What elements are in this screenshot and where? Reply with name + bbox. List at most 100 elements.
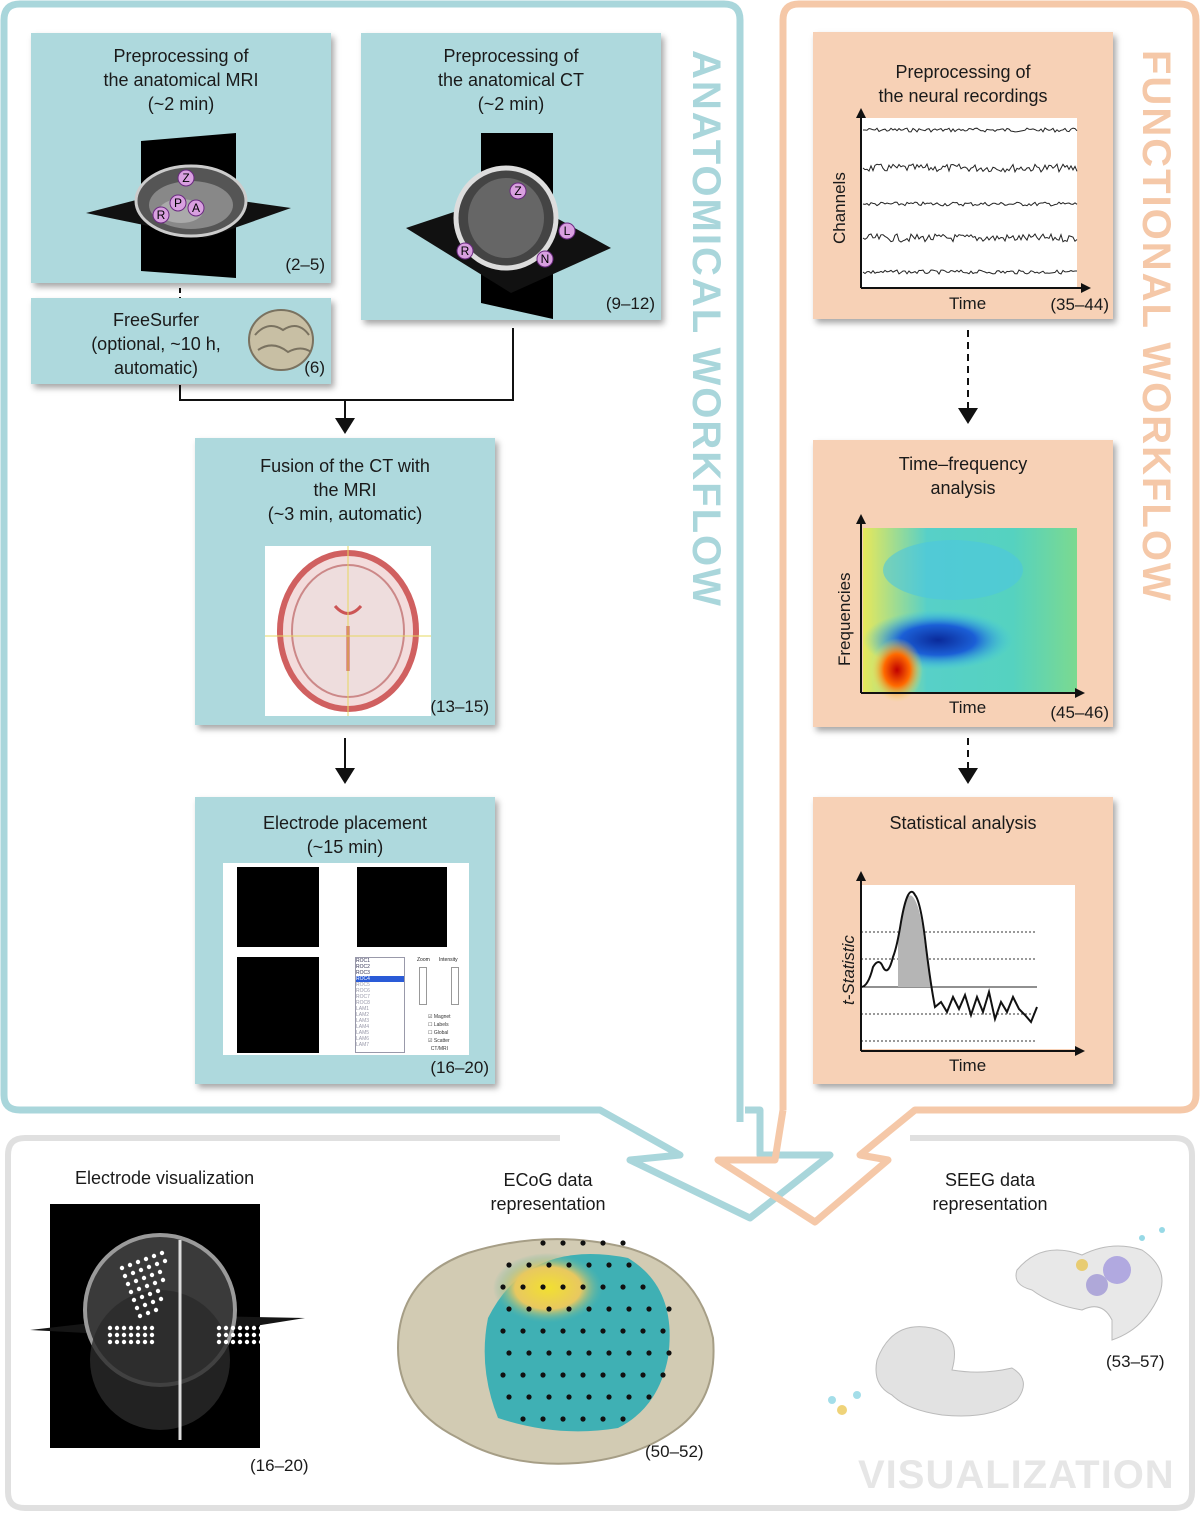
list-item[interactable]: ROC6: [356, 988, 370, 994]
electrode-dot: [258, 1325, 264, 1331]
ecog-dot: [600, 1372, 606, 1378]
t-statistic-plot: [856, 871, 1085, 1056]
electrode-dot: [152, 1280, 158, 1286]
list-item[interactable]: ROC7: [356, 994, 370, 1000]
ecog-dot: [646, 1306, 652, 1312]
checkbox-label: Labels: [433, 1022, 449, 1028]
electrode-placement-box: Electrode placement (~15 min) ROC1 ROC2 …: [195, 797, 495, 1084]
electrode-dot: [244, 1332, 250, 1338]
ct-marker-l: L: [564, 224, 571, 238]
ecog-dot: [540, 1328, 546, 1334]
neural-trace-lines: [862, 127, 1078, 275]
list-item[interactable]: ROC5: [356, 982, 370, 988]
functional-frame: [714, 0, 1200, 1226]
ecog-dot: [646, 1394, 652, 1400]
checkbox-ctmri[interactable]: CT/MRI: [428, 1045, 451, 1053]
electrode-dot: [251, 1325, 257, 1331]
mri-marker-z: Z: [182, 171, 189, 185]
list-item[interactable]: LAM4: [356, 1024, 370, 1030]
ecog-dot: [546, 1306, 552, 1312]
ecog-brain-image: [396, 1238, 715, 1465]
neural-trace: [862, 162, 1078, 174]
list-item[interactable]: ROC4: [356, 976, 404, 982]
electrode-dot: [122, 1273, 128, 1279]
checkbox-label: Magnet: [433, 1014, 451, 1020]
electrode-contact-list[interactable]: ROC1 ROC2 ROC3 ROC4 ROC5 ROC6 ROC7 ROC8 …: [355, 957, 405, 1053]
list-item[interactable]: LAM2: [356, 1012, 370, 1018]
ecog-dot: [606, 1350, 612, 1356]
checkbox-magnet[interactable]: ☑ Magnet: [428, 1014, 451, 1020]
list-item[interactable]: ROC8: [356, 1000, 370, 1006]
fusion-box: Fusion of the CT with the MRI (~3 min, a…: [195, 438, 495, 725]
ecog-dot: [500, 1284, 506, 1290]
electrode-dot: [230, 1332, 236, 1338]
electrode-dot: [251, 1339, 257, 1345]
electrode-dot: [119, 1265, 125, 1271]
list-item[interactable]: LAM7: [356, 1042, 370, 1048]
ecog-dot: [500, 1372, 506, 1378]
electrode-dot: [149, 1325, 155, 1331]
electrode-dot: [142, 1325, 148, 1331]
ct-slices-image: [406, 133, 611, 319]
electrode-dot: [154, 1261, 160, 1267]
ecog-dot: [526, 1306, 532, 1312]
ecog-dot: [606, 1262, 612, 1268]
visualization-label: VISUALIZATION: [858, 1453, 1175, 1497]
list-item[interactable]: ROC2: [356, 964, 370, 970]
ecog-dot: [620, 1416, 626, 1422]
mri-box-title: Preprocessing of the anatomical MRI (~2 …: [103, 46, 259, 114]
electrode-dot: [130, 1270, 136, 1276]
ecog-dot: [586, 1350, 592, 1356]
fused-axial-image: [265, 546, 431, 716]
ecog-dot: [586, 1306, 592, 1312]
ecog-dot: [626, 1350, 632, 1356]
ecog-dot: [506, 1262, 512, 1268]
list-item[interactable]: ROC3: [356, 970, 370, 976]
intensity-slider[interactable]: [451, 967, 459, 1005]
ecog-dot: [626, 1394, 632, 1400]
ecog-dot: [620, 1328, 626, 1334]
ecog-dot: [526, 1394, 532, 1400]
ct-slice-view-1: [237, 867, 319, 947]
ecog-dot: [566, 1306, 572, 1312]
list-item[interactable]: LAM5: [356, 1030, 370, 1036]
list-item[interactable]: ROC1: [356, 958, 370, 964]
electrode-dot: [138, 1267, 144, 1273]
ecog-dot: [566, 1262, 572, 1268]
ecog-dot: [506, 1350, 512, 1356]
ecog-dot: [606, 1394, 612, 1400]
list-item[interactable]: LAM6: [356, 1036, 370, 1042]
list-item[interactable]: LAM1: [356, 1006, 370, 1012]
electrode-dot: [150, 1299, 156, 1305]
electrode-dot: [128, 1325, 134, 1331]
neural-trace: [862, 269, 1077, 275]
neural-ylabel: Channels: [830, 172, 849, 244]
stats-xlabel: Time: [949, 1056, 987, 1075]
ecog-dot: [626, 1262, 632, 1268]
ecog-dot: [520, 1328, 526, 1334]
ecog-dot: [666, 1350, 672, 1356]
ecog-dot: [506, 1394, 512, 1400]
neural-xlabel: Time: [949, 294, 987, 313]
ecog-dot: [580, 1240, 586, 1246]
visualization-frame: [5, 1135, 1195, 1511]
electrode-dot: [135, 1325, 141, 1331]
electrode-dot: [149, 1332, 155, 1338]
electrode-dot: [251, 1332, 257, 1338]
ecog-dot: [520, 1284, 526, 1290]
ecog-dot: [566, 1394, 572, 1400]
electrode-dot: [223, 1332, 229, 1338]
checkbox-labels[interactable]: ☐ Labels: [428, 1022, 449, 1028]
electrode-dot: [160, 1277, 166, 1283]
neural-trace: [862, 201, 1078, 207]
checkbox-scatter[interactable]: ☑ Scatter: [428, 1038, 450, 1044]
zoom-slider[interactable]: [419, 967, 427, 1005]
ecog-dot: [600, 1416, 606, 1422]
electrode-dot: [121, 1325, 127, 1331]
anatomical-frame: [0, 0, 834, 1222]
checkbox-global[interactable]: ☐ Global: [428, 1030, 449, 1036]
list-item[interactable]: LAM3: [356, 1018, 370, 1024]
electrode-dot: [153, 1307, 159, 1313]
ecog-dot: [500, 1328, 506, 1334]
